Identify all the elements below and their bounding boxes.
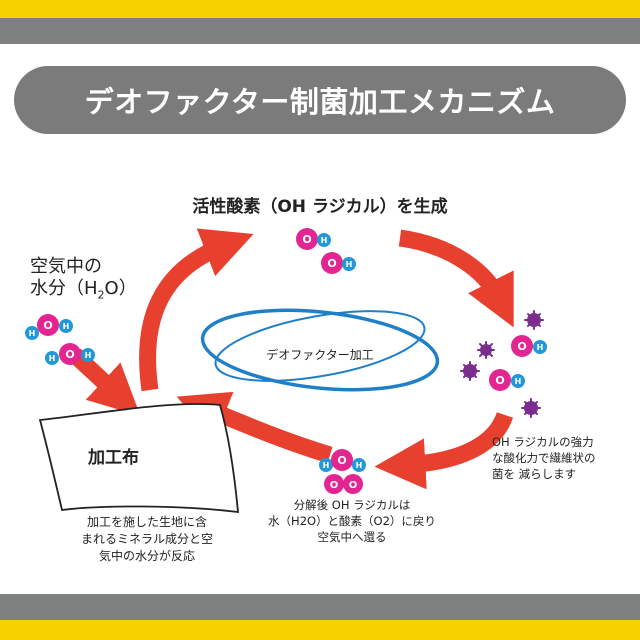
svg-text:H: H	[85, 351, 92, 360]
svg-text:H: H	[346, 260, 353, 269]
orbit-ellipse-front	[200, 308, 440, 392]
svg-text:H: H	[29, 329, 36, 338]
molecule-oh-top-2: O H	[321, 252, 356, 274]
molecule-oh-right-2: O H	[489, 369, 525, 391]
bacteria-icon	[524, 310, 544, 330]
svg-text:H: H	[63, 322, 70, 331]
molecule-oh-right-1: O H	[511, 335, 547, 357]
label-fabric: 加工布	[88, 448, 139, 468]
svg-text:H: H	[356, 461, 363, 470]
bottom-gray-band	[0, 594, 640, 620]
label-decomposition: 分解後 OH ラジカルは 水（H2O）と酸素（O2）に戻り 空気中へ還る	[268, 498, 436, 544]
svg-text:O: O	[302, 233, 311, 246]
molecule-o2-bottom: O O	[324, 474, 363, 494]
fabric-sheet	[38, 403, 240, 514]
svg-text:H: H	[321, 236, 328, 245]
svg-text:O: O	[330, 480, 339, 491]
molecule-h2o-bottom: H O H	[319, 449, 366, 472]
svg-text:H: H	[515, 377, 522, 386]
top-gray-band	[0, 18, 640, 44]
svg-text:O: O	[337, 454, 346, 467]
arrow-fabric-to-top	[139, 228, 254, 392]
svg-text:H: H	[323, 461, 330, 470]
arrow-air-to-fabric	[69, 348, 141, 416]
bacteria-icon	[521, 398, 541, 418]
page-title: デオファクター制菌加工メカニズム	[84, 85, 556, 119]
label-fabric-description: 加工を施した生地に含 まれるミネラル成分と空 気中の水分が反応	[80, 515, 213, 563]
molecule-oh-top-1: O H	[296, 228, 331, 250]
arrow-top-to-right	[398, 229, 514, 328]
molecule-h2o-left-1: H O H	[25, 314, 73, 340]
bacteria-icon	[460, 361, 480, 381]
top-yellow-band	[0, 0, 640, 18]
svg-text:H: H	[537, 343, 544, 352]
svg-text:O: O	[43, 319, 52, 332]
svg-text:O: O	[65, 348, 74, 361]
svg-text:O: O	[349, 480, 358, 491]
orbit-ellipse-back	[214, 310, 426, 382]
bottom-yellow-band	[0, 620, 640, 640]
bacteria-icon	[477, 341, 495, 359]
svg-text:O: O	[517, 340, 526, 353]
label-deofactor-treatment: デオファクター加工	[266, 348, 374, 362]
svg-text:O: O	[327, 257, 336, 270]
svg-text:O: O	[495, 374, 504, 387]
title-banner: デオファクター制菌加工メカニズム	[14, 66, 626, 134]
label-air-moisture: 空気中の 水分（H2O）	[30, 256, 137, 302]
arrow-right-to-bottom	[374, 411, 514, 490]
molecule-h2o-left-2: H O H	[45, 343, 95, 365]
svg-text:H: H	[49, 354, 56, 363]
label-oxidation-effect: OH ラジカルの強力 な酸化力で繊維状の 菌を 減らします	[492, 435, 596, 481]
label-generate-oh-radical: 活性酸素（OH ラジカル）を生成	[192, 197, 448, 217]
